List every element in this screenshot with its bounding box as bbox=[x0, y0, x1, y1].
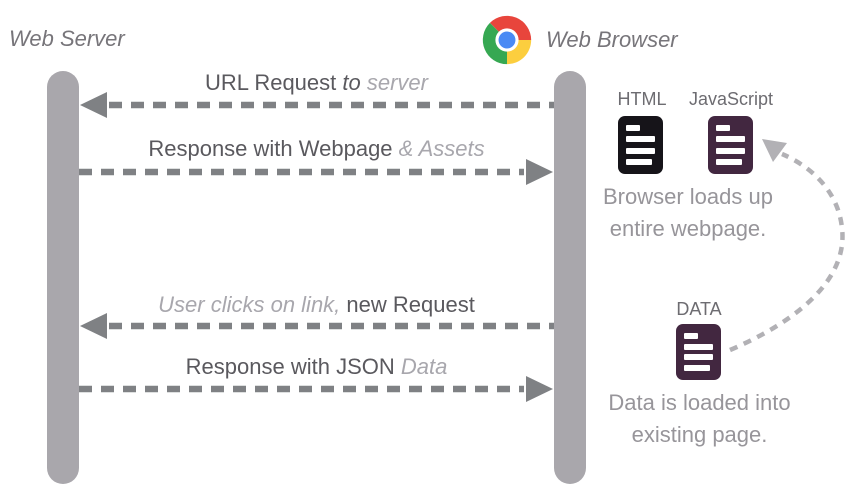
curved-dashed-arrow bbox=[729, 139, 845, 353]
doc-line bbox=[684, 343, 713, 350]
message-label-response-webpage: Response with Webpage & Assets bbox=[79, 136, 554, 161]
dashed-arrow-left bbox=[80, 92, 554, 118]
message-label-url-request: URL Request to server bbox=[79, 70, 554, 95]
browser-note-line1: Browser loads up bbox=[603, 184, 773, 209]
doc-line bbox=[684, 333, 698, 339]
dashed-arrow-left bbox=[80, 313, 554, 339]
doc-line bbox=[716, 136, 745, 143]
web-browser-title: Web Browser bbox=[546, 27, 678, 52]
doc-line bbox=[626, 158, 653, 165]
doc-line bbox=[716, 147, 745, 154]
doc-line bbox=[684, 354, 713, 361]
message-text: URL Request bbox=[205, 70, 343, 95]
doc-line bbox=[716, 158, 743, 165]
message-text: server bbox=[366, 70, 428, 95]
chrome-icon bbox=[482, 15, 532, 65]
message-text: & Assets bbox=[398, 136, 485, 161]
message-text: to bbox=[342, 70, 367, 95]
data-note: Data is loaded into existing page. bbox=[582, 387, 817, 451]
data-document-icon bbox=[676, 324, 721, 380]
message-text: Response with Webpage bbox=[148, 136, 399, 161]
javascript-label: JavaScript bbox=[688, 89, 774, 109]
message-text: Data bbox=[400, 354, 448, 379]
browser-note: Browser loads up entire webpage. bbox=[583, 181, 793, 245]
browser-lifeline bbox=[554, 71, 586, 484]
message-text: new Request bbox=[346, 292, 475, 317]
dashed-arrow-right bbox=[79, 159, 553, 185]
data-note-line2: existing page. bbox=[631, 422, 768, 447]
doc-line bbox=[626, 136, 655, 143]
browser-note-line2: entire webpage. bbox=[609, 216, 767, 241]
server-lifeline bbox=[47, 71, 79, 484]
message-label-response-json: Response with JSON Data bbox=[79, 354, 554, 379]
doc-line bbox=[626, 147, 655, 154]
javascript-document-icon bbox=[708, 116, 753, 174]
html-label: HTML bbox=[617, 89, 667, 109]
doc-line bbox=[684, 364, 711, 371]
message-text: Response with JSON bbox=[185, 354, 401, 379]
data-label: DATA bbox=[676, 299, 722, 319]
doc-line bbox=[626, 125, 640, 131]
message-text: User clicks on link, bbox=[158, 292, 347, 317]
dashed-arrow-right bbox=[79, 376, 553, 402]
html-document-icon bbox=[618, 116, 663, 174]
message-label-new-request: User clicks on link, new Request bbox=[79, 292, 554, 317]
data-note-line1: Data is loaded into bbox=[608, 390, 791, 415]
doc-line bbox=[716, 125, 730, 131]
web-server-title: Web Server bbox=[9, 26, 125, 51]
